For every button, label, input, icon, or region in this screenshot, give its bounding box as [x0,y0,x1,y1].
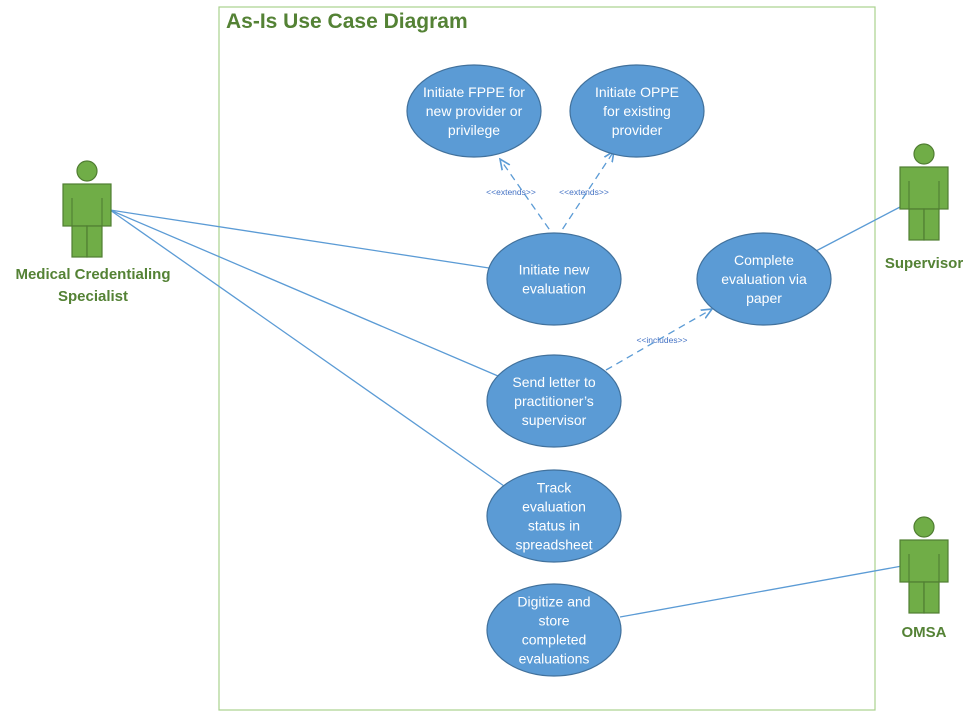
use-case-ellipse [696,232,832,326]
use-case-label: Track [537,480,572,496]
actor-omsa: OMSA [899,516,949,641]
use-case-label: evaluation via [721,271,807,287]
use-case-ellipse [486,354,622,448]
extend-stereotype-label: <<extends>> [559,187,609,197]
use-case-label: for existing [603,103,671,119]
actor-label: Specialist [58,288,128,305]
use-case-complete-paper: Complete evaluation via paper [696,232,832,326]
use-case-label: status in [528,518,580,534]
use-case-label: evaluation [522,499,586,515]
use-case-track: Track evaluation status in spreadsheet [486,469,622,563]
association-line [109,209,490,269]
use-case-label: evaluations [519,651,590,667]
use-case-ellipse [486,583,622,677]
use-case-label: provider [612,122,663,138]
system-boundary [218,6,876,711]
use-case-label: Initiate OPPE [595,84,679,100]
use-case-label: store [538,613,569,629]
use-case-ellipse [406,64,542,158]
use-case-label: practitioner’s [514,393,594,409]
use-case-label: privilege [448,122,500,138]
use-case-label: Initiate FPPE for [423,84,525,100]
person-icon [899,516,949,614]
association-line [109,209,499,377]
use-case-label: supervisor [522,412,587,428]
association-line [619,565,903,618]
use-case-label: paper [746,290,782,306]
actor-label: Medical Credentialing [15,266,170,283]
person-icon [899,143,949,241]
extend-relationship-line [555,151,614,240]
associations [109,205,903,618]
extend-stereotype-label: <<extends>> [486,187,536,197]
use-cases: Initiate FPPE for new provider or privileg… [406,64,832,677]
use-case-label: new provider or [426,103,523,119]
use-case-label: Send letter to [512,374,595,390]
actor-label: OMSA [902,624,947,641]
use-case-send-letter: Send letter to practitioner’s supervisor [486,354,622,448]
actor-label: Supervisor [885,255,964,272]
use-case-digitize: Digitize and store completed evaluations [486,583,622,677]
use-case-fppe: Initiate FPPE for new provider or privileg… [406,64,542,158]
association-line [813,205,903,253]
use-case-label: Complete [734,252,794,268]
use-case-oppe: Initiate OPPE for existing provider [569,64,705,158]
person-icon [62,160,112,258]
use-case-label: evaluation [522,281,586,297]
use-case-label: Initiate new [519,262,591,278]
actor-supervisor: Supervisor [885,143,964,272]
extend-relationship-line [500,159,557,240]
include-relationship-line [605,309,712,371]
use-case-label: completed [522,632,587,648]
use-case-ellipse [569,64,705,158]
use-case-label: Digitize and [517,594,590,610]
include-stereotype-label: <<includes>> [636,335,687,345]
use-case-label: spreadsheet [515,537,592,553]
use-case-ellipse [486,232,622,326]
use-case-ellipse [486,469,622,563]
actors: Medical CredentialingSpecialistSuperviso… [15,143,964,641]
association-line [109,209,505,487]
diagram-title: As-Is Use Case Diagram [226,10,468,33]
relationships: <<extends>> <<extends>> <<includes>> [486,151,712,371]
use-case-new-eval: Initiate new evaluation [486,232,622,326]
